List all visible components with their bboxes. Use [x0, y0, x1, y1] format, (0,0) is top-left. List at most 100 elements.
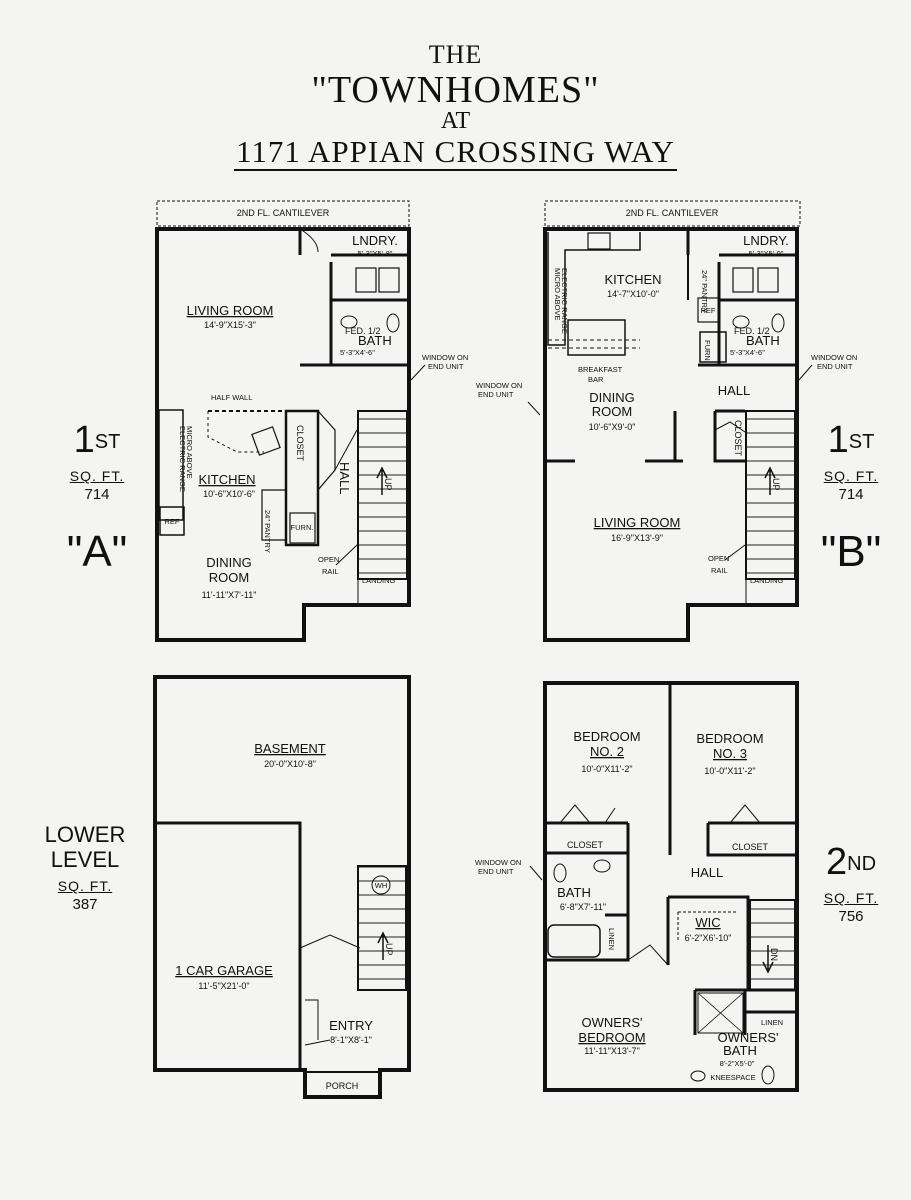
plan-b-window-left-l1: WINDOW ON — [476, 381, 522, 390]
plan-b-hall-label: HALL — [718, 383, 751, 398]
second-outer-wall — [543, 681, 799, 1092]
lower-entry-dim: 8'-1"X8'-1" — [330, 1035, 372, 1045]
plan-a-micro-label: MICRO ABOVE — [185, 426, 194, 479]
plan-a-furnace-label: FURN. — [291, 523, 314, 532]
second-sqft-label: SQ. FT. — [823, 890, 879, 906]
second-owners-bath-name: OWNERS' — [718, 1030, 779, 1045]
plan-b-living-name: LIVING ROOM — [594, 515, 681, 530]
plan-a-furnace-box — [289, 512, 316, 544]
plan-a-floor: 1ST — [73, 419, 121, 461]
plan-b-toilet — [771, 313, 785, 333]
plan-b-sink — [732, 315, 750, 329]
lower-basement-name: BASEMENT — [254, 741, 326, 756]
title-line-at: AT — [440, 108, 471, 134]
plan-a-window-pointer — [410, 364, 426, 381]
plan-b-micro-label: MICRO ABOVE — [553, 268, 562, 321]
plan-b-summary: 1ST SQ. FT. 714 "B" — [806, 420, 896, 577]
lower-garage-dim: 11'-5"X21'-0" — [198, 981, 249, 991]
plan-a-washer — [355, 267, 377, 293]
plan-b-landing-label: LANDING — [750, 576, 784, 585]
plan-a-bath-dim: 5'-3"X4'-6" — [340, 348, 375, 357]
lower-sqft-label: SQ. FT. — [57, 878, 113, 894]
lower-level-line2: LEVEL — [50, 847, 120, 872]
plan-b-dryer — [757, 267, 779, 293]
plan-b-furnace-label: FURN. — [703, 340, 712, 363]
second-owner-toilet — [761, 1065, 775, 1085]
plan-second-labels: BEDROOM NO. 2 10'-0"X11'-2" BEDROOM NO. … — [475, 729, 783, 1082]
lower-entry-door — [304, 999, 331, 1046]
plan-a-ref-box — [159, 506, 185, 536]
plan-a-letter: "A" — [66, 527, 128, 576]
plan-b-dining-walls — [545, 411, 683, 463]
lower-sqft: 387 — [72, 896, 98, 913]
plan-a-dining-dim: 11'-11"X7'-11" — [202, 590, 257, 600]
plan-b-breakfast-bar — [548, 339, 640, 349]
plan-b-bath-name2: BATH — [746, 333, 780, 348]
second-bed2-dim: 10'-0"X11'-2" — [581, 764, 632, 774]
plan-a-outer-wall — [155, 227, 411, 642]
plan-b-dining-name2: ROOM — [592, 404, 632, 419]
plan-a-laundry-walls — [298, 229, 409, 367]
plan-a-summary: 1ST SQ. FT. 714 "A" — [52, 420, 142, 577]
second-closet-right-label: CLOSET — [732, 842, 769, 852]
lower-wh-label: WH — [375, 881, 388, 890]
second-stairs — [749, 899, 796, 991]
plan-b-rail-pointer — [724, 544, 746, 561]
plan-a-laundry-name: LNDRY. — [352, 233, 398, 248]
second-bed3-dim: 10'-0"X11'-2" — [704, 766, 755, 776]
plan-a-toilet — [386, 313, 400, 333]
plan-b-range-label: ELECTRIC RANGE — [560, 268, 569, 334]
plan-a-pantry-label: 24" PANTRY — [263, 510, 272, 553]
second-hall-label: HALL — [691, 865, 724, 880]
plan-lower-labels: BASEMENT 20'-0"X10'-8" WH UP 1 CAR GARAG… — [175, 741, 394, 1091]
lower-basement-dim: 20'-0"X10'-8" — [264, 759, 316, 769]
title-line-1: THE — [428, 40, 483, 69]
second-wic-walls — [666, 895, 750, 990]
plan-a-living-dim: 14'-9"X15'-3" — [204, 320, 256, 330]
plan-a-living-name: LIVING ROOM — [187, 303, 274, 318]
plan-a-bath-name2: BATH — [358, 333, 392, 348]
plan-a-sqft-label: SQ. FT. — [69, 468, 125, 484]
second-sink — [593, 859, 611, 873]
plan-a-up-label: UP — [383, 478, 393, 491]
plan-b-letter: "B" — [820, 527, 882, 576]
plan-a-sqft: 714 — [84, 486, 110, 503]
plan-lower — [153, 675, 411, 1099]
plan-a-ref-label: REF — [165, 517, 180, 526]
title-townhomes: "TOWNHOMES" — [311, 69, 600, 111]
plan-b-outer-wall — [543, 227, 799, 642]
second-owners-bed-name: OWNERS' — [582, 1015, 643, 1030]
plan-a — [155, 200, 426, 642]
address-text: 1171 APPIAN CROSSING WAY — [234, 134, 677, 171]
second-owner-sink — [690, 1070, 706, 1082]
second-left-closet-walls — [545, 821, 630, 900]
plan-a-closet-door — [317, 410, 336, 491]
lower-garage-wall — [157, 821, 302, 1070]
lower-entry-name: ENTRY — [329, 1018, 373, 1033]
second-bed2-name2: NO. 2 — [590, 744, 624, 759]
lower-porch-label: PORCH — [326, 1081, 359, 1091]
plan-b-up-label: UP — [771, 478, 781, 491]
second-linen2-label: LINEN — [761, 1018, 783, 1027]
plan-a-dining-name: DINING — [206, 555, 252, 570]
second-wic-shelf — [677, 911, 738, 940]
plan-b-closet-door — [714, 421, 746, 433]
second-bed3-name2: NO. 3 — [713, 746, 747, 761]
second-bathtub — [547, 924, 601, 958]
plan-a-kitchen-dim: 10'-6"X10'-6" — [203, 489, 255, 499]
plan-b-dining-dim: 10'-6"X9'-0" — [589, 422, 636, 432]
plan-b-rail-l2: RAIL — [711, 566, 728, 575]
second-linen-label: LINEN — [607, 928, 616, 950]
second-owners-bed-dim: 11'-11"X13'-7" — [584, 1046, 640, 1056]
lower-garage-door-swing — [299, 934, 361, 949]
plan-a-labels: 2ND FL. CANTILEVER LNDRY. 5'-3"X5'-8" LI… — [165, 208, 469, 600]
second-sqft: 756 — [838, 908, 864, 925]
plan-a-cantilever-label: 2ND FL. CANTILEVER — [237, 208, 330, 218]
lower-up-arrow — [377, 931, 389, 960]
plan-a-laundry-dim: 5'-3"X5'-8" — [358, 249, 393, 258]
second-floor-summary: 2ND SQ. FT. 756 — [806, 842, 896, 925]
plan-a-rail-pointer — [335, 544, 358, 566]
title-address: 1171 APPIAN CROSSING WAY — [0, 134, 911, 171]
second-shower-box — [697, 992, 744, 1034]
plan-a-hall-door — [334, 429, 358, 471]
